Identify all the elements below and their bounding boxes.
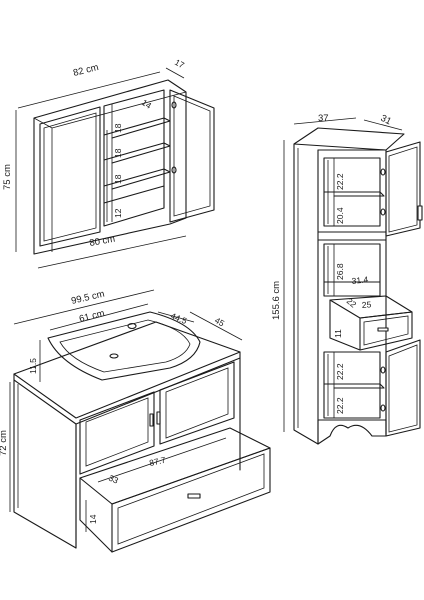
vanity-left-door <box>79 391 155 475</box>
tall-cabinet-upper-hinge-icon <box>380 208 386 216</box>
tall-cabinet-base-arch <box>317 419 387 445</box>
tall-cabinet-upper-gap-2-label: 20.4 <box>335 207 345 224</box>
tall-cabinet-lower-hinge-icon <box>380 366 386 374</box>
tall-cabinet-left-side <box>293 143 319 445</box>
tall-cabinet-width-label: 37 <box>318 113 329 124</box>
mirror-cabinet-shelf-4 <box>103 185 165 204</box>
mirror-cabinet-width-dim-line <box>17 71 161 109</box>
tall-cabinet-drawer-front <box>359 311 413 351</box>
vanity-drawer-front-panel <box>117 453 265 545</box>
mirror-cabinet-right-door-panel <box>173 95 211 217</box>
mirror-cabinet-shelf-3 <box>103 168 171 190</box>
vanity-drawer-handle-icon <box>187 493 201 499</box>
mirror-cabinet-shelf-1 <box>103 117 171 139</box>
mirror-cabinet-depth-label: 17 <box>173 57 186 70</box>
tall-cabinet-drawer-width-label: 25 <box>361 299 371 310</box>
vanity-right-door-panel <box>165 367 229 439</box>
mirror-cabinet-shelf-gap-2-label: 18 <box>113 148 123 158</box>
tall-cabinet-drawer-side <box>329 299 361 351</box>
vanity-drawer-height-label: 14 <box>88 514 98 524</box>
tall-cabinet-drawer-front-panel <box>363 315 409 346</box>
mirror-cabinet-shelf-gap-1-label: 18 <box>113 123 123 133</box>
tall-cabinet-niche-depth-label: 31.4 <box>351 274 369 286</box>
vanity-basin-bowl <box>59 319 191 373</box>
vanity-height-label: 72 cm <box>0 430 9 456</box>
vanity-basin-rim <box>47 311 201 381</box>
tall-cabinet-drawer-handle-icon <box>377 327 389 332</box>
tall-cabinet-depth-dim-line <box>363 119 403 131</box>
tall-cabinet-width-dim-line <box>293 117 357 125</box>
vanity-drawer-width-label: 87.7 <box>148 455 167 468</box>
vanity-tap-hole-icon <box>127 322 137 330</box>
tall-cabinet-upper-handle-icon <box>417 205 423 221</box>
mirror-cabinet-shelf-gap-3-label: 18 <box>113 174 123 184</box>
mirror-cabinet-hinge-icon <box>171 101 177 109</box>
vanity-basin-width-label: 61 cm <box>78 308 106 325</box>
mirror-cabinet-bottom-gap-label: 12 <box>113 208 123 218</box>
vanity-drawer-front <box>111 447 271 553</box>
vanity-countertop-edge <box>13 351 241 425</box>
vanity-drawer-box <box>79 427 271 505</box>
vanity-basin-width-dim-line <box>49 303 149 331</box>
tall-cabinet-lower-hinge-icon <box>380 404 386 412</box>
vanity-depth-label: 45 <box>213 315 226 329</box>
mirror-cabinet-height-label: 75 cm <box>2 164 13 190</box>
tall-cabinet-height-label: 155.6 cm <box>271 281 282 320</box>
mirror-cabinet-width-label: 82 cm <box>72 62 100 79</box>
tall-cabinet-upper-door-panel <box>388 146 418 233</box>
mirror-cabinet-depth-dim-line <box>165 67 185 79</box>
tall-cabinet-upper-hinge-icon <box>380 168 386 176</box>
tall-cabinet-upper-door <box>385 141 421 237</box>
mirror-cabinet-shelf-2 <box>103 142 171 164</box>
mirror-cabinet-inner-width-label: 80 cm <box>89 234 116 249</box>
vanity-basin-depth-label: 44.5 <box>169 311 188 327</box>
mirror-cabinet-outline <box>33 79 187 255</box>
tall-cabinet-lower-door <box>385 339 421 437</box>
mirror-cabinet: 82 cm 17 75 cm 80 cm 14 18 18 18 12 <box>2 57 215 269</box>
vanity-left-side <box>13 379 77 549</box>
vanity-drawer-side <box>79 477 113 553</box>
tall-cabinet-lower-door-panel <box>388 344 418 433</box>
tall-cabinet-lower-compartment <box>323 351 381 419</box>
vanity-depth-dim-line <box>189 311 243 341</box>
tall-cabinet-lower-gap-1-label: 22.2 <box>335 363 345 380</box>
mirror-cabinet-right-door <box>169 89 215 223</box>
vanity-unit: 99.5 cm 61 cm 44.5 45 11.5 72 cm 87.7 33… <box>0 289 271 553</box>
tall-cabinet-lower-gap-2-label: 22.2 <box>335 397 345 414</box>
mirror-cabinet-shelf-depth-label: 14 <box>140 97 154 111</box>
tall-cabinet-upper-shelf <box>323 191 385 197</box>
tall-cabinet-top <box>293 127 405 151</box>
vanity-basin-height-label: 11.5 <box>28 358 38 374</box>
mirror-cabinet-left-door-panel <box>43 112 97 242</box>
vanity-door-handle-icon <box>156 411 161 425</box>
vanity-width-dim-line <box>13 289 155 325</box>
vanity-basin-depth-dim-line <box>157 311 195 323</box>
tall-cabinet: 37 31 155.6 cm 22.2 20.4 26.8 31.4 25 22… <box>271 113 423 445</box>
tall-cabinet-niche-height-label: 26.8 <box>335 263 345 280</box>
vanity-width-label: 99.5 cm <box>70 289 105 307</box>
mirror-cabinet-hinge-icon <box>171 166 177 174</box>
tall-cabinet-lower-shelf <box>323 383 385 389</box>
tall-cabinet-drawer-height-label: 11 <box>333 329 343 338</box>
vanity-right-door <box>159 361 235 445</box>
tall-cabinet-niche <box>323 243 381 297</box>
vanity-drawer-width-dim-line <box>97 437 227 483</box>
tall-cabinet-depth-label: 31 <box>379 113 393 128</box>
mirror-cabinet-left-door <box>39 106 101 247</box>
vanity-drain-icon <box>109 353 119 359</box>
tall-cabinet-upper-compartment <box>323 157 381 227</box>
vanity-left-door-panel <box>85 397 149 467</box>
tall-cabinet-upper-gap-1-label: 22.2 <box>335 173 345 190</box>
mirror-cabinet-inner-width-dim-line <box>37 235 187 269</box>
vanity-door-handle-icon <box>149 413 154 427</box>
vanity-drawer-depth-label: 33 <box>107 473 120 486</box>
